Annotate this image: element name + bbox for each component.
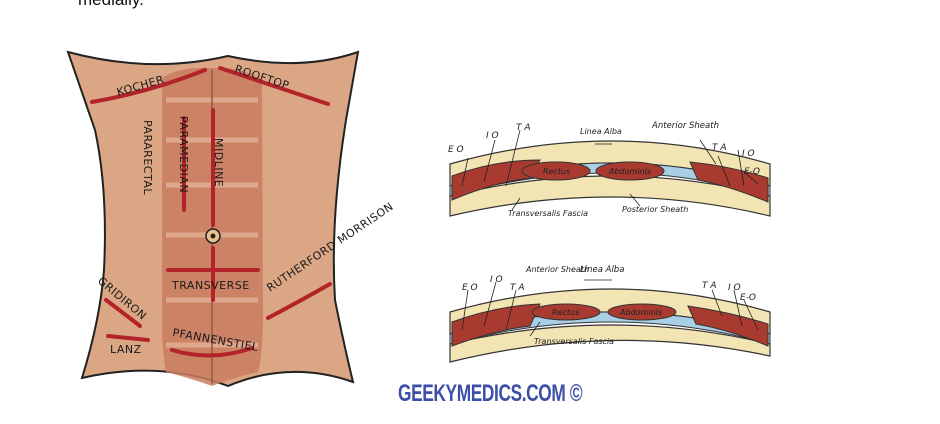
upper-rectus-left [521, 161, 591, 181]
lower-transversalis-fascia: Transversalis Fascia [534, 337, 614, 346]
lower-rectus-left [531, 303, 601, 321]
upper-abdominis-label: Abdominis [608, 167, 651, 176]
pfannenstiel-incision [170, 346, 254, 358]
upper-linea-alba: Linea Alba [580, 127, 622, 136]
lower-ta-left: T A [510, 283, 525, 293]
rutherford-morrison-incision [266, 282, 332, 320]
upper-anterior-sheath: Anterior Sheath [651, 121, 719, 131]
upper-eo-right: E-O [744, 167, 760, 177]
lower-lateral-muscles-right [687, 305, 769, 347]
upper-ta-right: T A [712, 143, 727, 153]
lower-ta-right: T A [702, 281, 717, 291]
incision-lines [90, 66, 332, 358]
label-pararectal: PARARECTAL [141, 120, 154, 195]
upper-io-left: I O [486, 131, 499, 141]
upper-rectus-right [595, 161, 665, 181]
label-transverse: TRANSVERSE [171, 279, 250, 292]
upper-io-right: I O [742, 149, 755, 159]
lower-eo-right: E-O [740, 293, 756, 303]
lower-linea-alba: Linea Alba [580, 265, 624, 275]
upper-ta-left: T A [516, 123, 531, 133]
geekymedics-watermark: GEEKYMEDICS.COM © [398, 380, 583, 407]
lower-abdominis-label: Abdominis [619, 308, 662, 317]
lower-rectus-right [607, 303, 677, 321]
lower-io-right: I O [728, 283, 741, 293]
upper-eo-left: E O [448, 145, 464, 155]
upper-rectus-label: Rectus [543, 167, 570, 176]
upper-lateral-muscles-right [689, 161, 769, 203]
upper-posterior-sheath: Posterior Sheath [622, 205, 688, 214]
lower-rectus-label: Rectus [552, 308, 579, 317]
caption-fragment: medially. [78, 0, 144, 10]
lower-posterior-layer [449, 324, 771, 363]
label-lanz: LANZ [110, 343, 142, 356]
kocher-incision [90, 68, 207, 104]
label-paramedian: PARAMEDIAN [177, 116, 190, 193]
lower-io-left: I O [490, 275, 503, 285]
lower-anterior-sheath: Anterior Sheath [525, 265, 589, 274]
torso-illustration: KOCHER ROOFTOP PARARECTAL PARAMEDIAN MID… [66, 50, 396, 388]
rooftop-incision-right [218, 66, 330, 106]
lower-cross-section: Rectus Abdominis E O I O T A Anterior Sh… [449, 265, 771, 363]
upper-lateral-muscles-left [451, 159, 541, 201]
gridiron-incision [104, 298, 142, 328]
upper-transversalis-fascia: Transversalis Fascia [508, 209, 588, 218]
label-midline: MIDLINE [212, 138, 225, 187]
lanz-incision [106, 334, 150, 342]
lower-eo-left: E O [462, 283, 478, 293]
upper-cross-section: Rectus Abdominis E O I O T A Linea Alba … [448, 121, 771, 218]
